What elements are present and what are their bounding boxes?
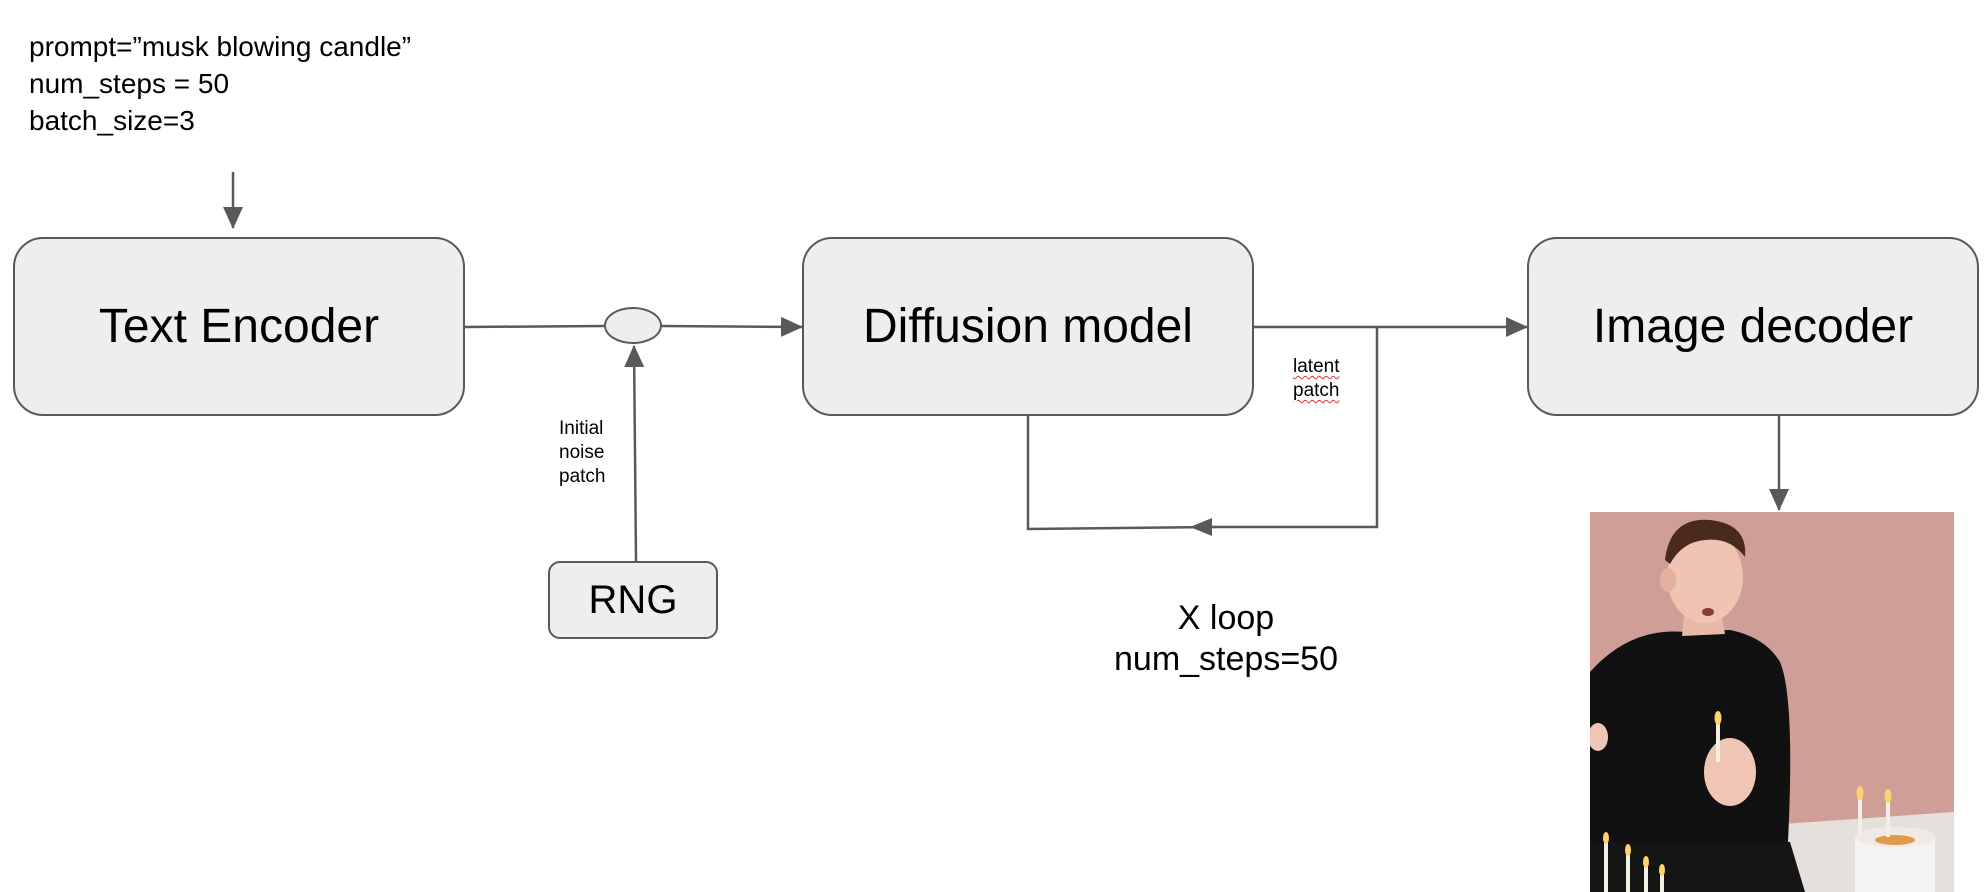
- diffusion-model-label: Diffusion model: [863, 300, 1193, 353]
- line-encoder-to-ellipse: [464, 324, 605, 329]
- loop-label-line1: X loop: [1177, 599, 1275, 637]
- loop-label-line2: num_steps=50: [1114, 640, 1338, 678]
- num-steps-text: num_steps = 50: [29, 68, 230, 99]
- noise-label-line2: noise: [559, 442, 605, 463]
- image-decoder-box: Image decoder: [1527, 237, 1979, 416]
- combine-node: [604, 307, 662, 344]
- latent-patch-label: latent patch: [1293, 355, 1339, 403]
- initial-noise-patch-label: Initial noise patch: [559, 417, 605, 489]
- latent-label-line1: latent: [1293, 356, 1340, 377]
- parameters-block: prompt=”musk blowing candle” num_steps = …: [29, 28, 411, 139]
- text-encoder-label: Text Encoder: [98, 300, 380, 353]
- diffusion-model-box: Diffusion model: [802, 237, 1254, 416]
- prompt-text: prompt=”musk blowing candle”: [29, 31, 412, 62]
- loop-arrowhead: [1190, 518, 1212, 536]
- text-encoder-box: Text Encoder: [13, 237, 465, 416]
- image-decoder-label: Image decoder: [1592, 300, 1914, 353]
- arrow-rng-to-ellipse: [624, 345, 645, 562]
- generated-photo-icon: [1590, 512, 1954, 892]
- noise-label-line3: patch: [559, 466, 606, 487]
- loop-label: X loop num_steps=50: [1110, 598, 1342, 680]
- batch-size-text: batch_size=3: [29, 105, 195, 136]
- noise-label-line1: Initial: [559, 418, 604, 439]
- arrow-ellipse-to-diffusion: [661, 316, 803, 337]
- rng-box: RNG: [548, 561, 718, 639]
- loop-arrow-left: [1026, 416, 1216, 531]
- loop-line-right: [1210, 327, 1379, 529]
- rng-label: RNG: [588, 577, 678, 622]
- latent-label-line2: patch: [1293, 380, 1340, 401]
